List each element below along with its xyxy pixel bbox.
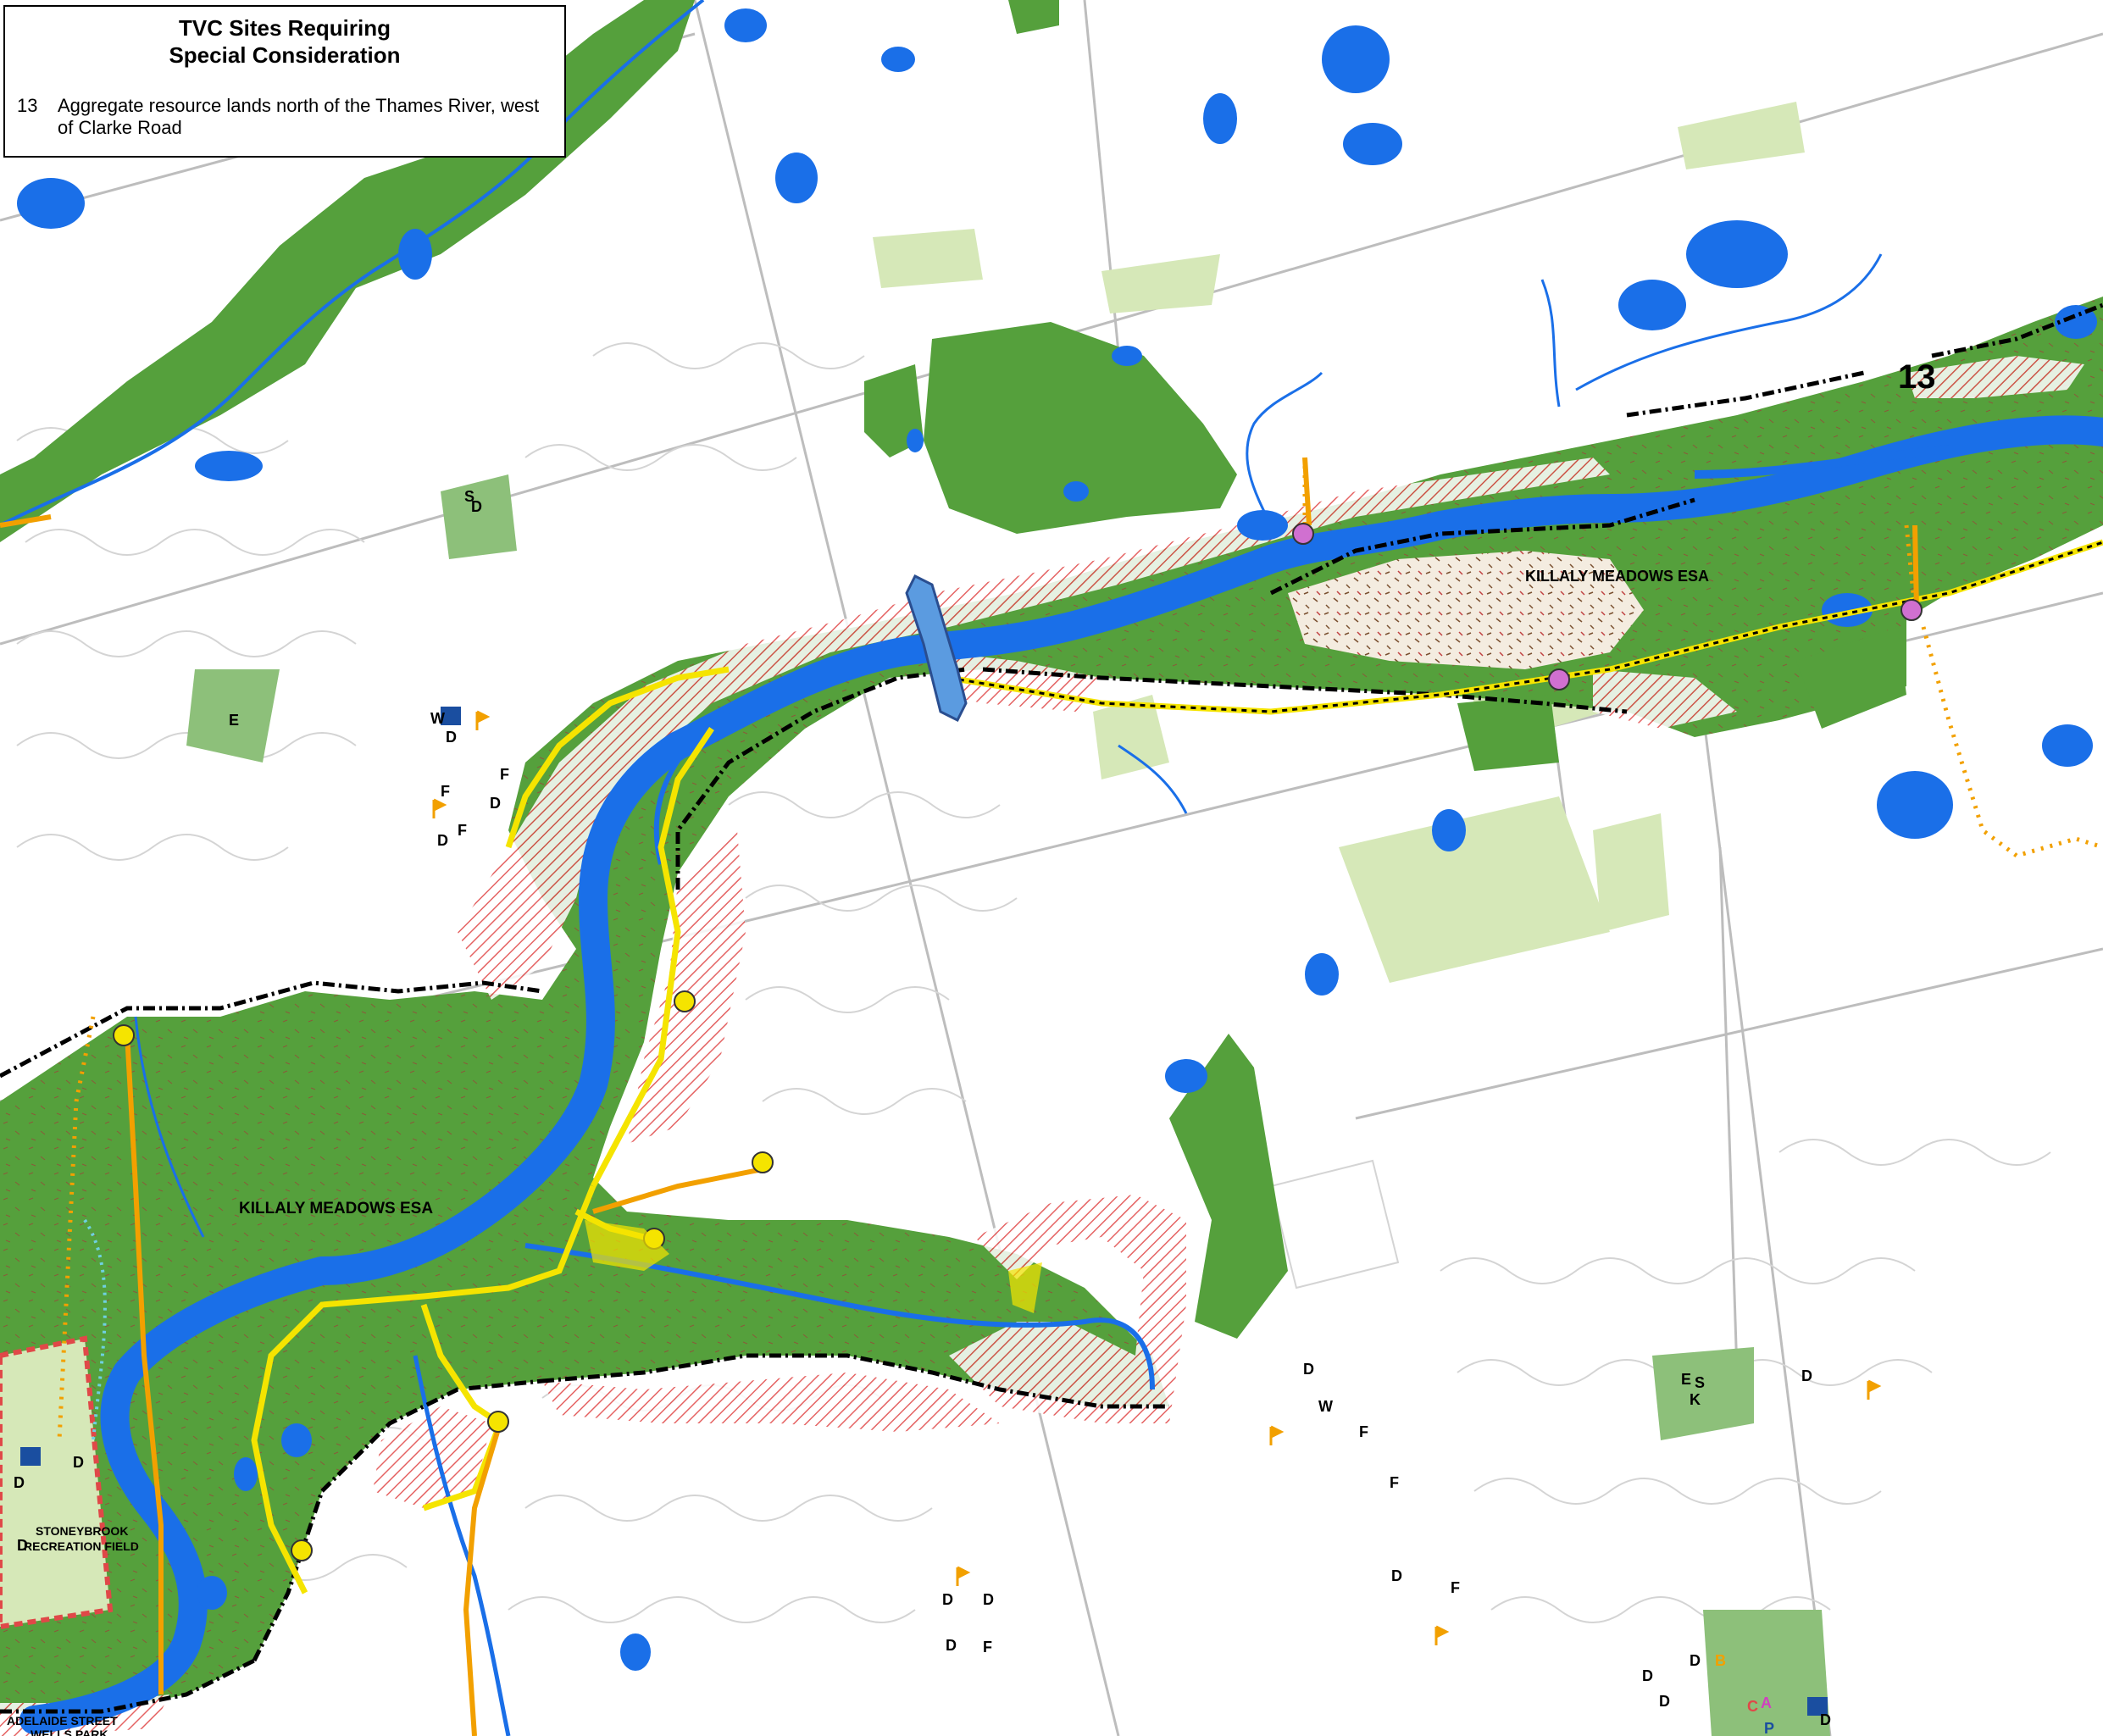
svg-text:D: D	[1659, 1693, 1670, 1710]
svg-text:A: A	[1761, 1694, 1772, 1711]
flag-icon	[432, 710, 1882, 1645]
south-park	[1703, 1610, 1830, 1736]
park-e-s-k	[1652, 1347, 1754, 1440]
legend-item-number: 13	[17, 95, 38, 116]
svg-text:D: D	[1391, 1567, 1402, 1584]
svg-text:F: F	[500, 766, 509, 783]
svg-text:C: C	[1747, 1698, 1758, 1715]
svg-text:D: D	[1820, 1711, 1831, 1728]
svg-text:F: F	[458, 822, 467, 839]
northwest-stream	[0, 0, 705, 527]
svg-text:F: F	[1359, 1423, 1368, 1440]
esa-label-south: KILLALY MEADOWS ESA	[239, 1200, 433, 1217]
svg-text:F: F	[441, 783, 450, 800]
trail-dashed	[948, 541, 2103, 713]
river-upper-channel	[1694, 445, 1950, 479]
river-oxbow	[653, 709, 730, 865]
svg-text:D: D	[14, 1474, 25, 1491]
svg-text:S: S	[464, 488, 474, 505]
legend-title-line1: TVC Sites Requiring	[179, 15, 391, 41]
yellow-open-space	[585, 1220, 669, 1271]
svg-text:F: F	[1451, 1579, 1460, 1596]
svg-text:F: F	[983, 1639, 992, 1656]
site-number-label: 13	[1898, 358, 1936, 396]
svg-text:W: W	[1318, 1398, 1333, 1415]
svg-text:S: S	[1695, 1374, 1705, 1391]
park-e	[186, 669, 280, 763]
svg-text:D: D	[446, 729, 457, 746]
residential-streets	[16, 342, 2051, 1623]
svg-text:E: E	[1681, 1371, 1691, 1388]
stoneybrook-label-line2: RECREATION FIELD	[24, 1539, 139, 1553]
top-green-patch	[1008, 0, 1059, 34]
bridge-marker[interactable]	[905, 574, 968, 723]
esa-boundary	[0, 302, 2103, 1714]
svg-text:D: D	[983, 1591, 994, 1608]
stoneybrook-label-line1: STONEYBROOK	[36, 1524, 128, 1538]
svg-text:D: D	[1303, 1361, 1314, 1378]
svg-text:B: B	[1715, 1652, 1726, 1669]
river-tributary-4	[1118, 744, 1188, 814]
east-green-patch-2	[1457, 695, 1559, 771]
legend-box: TVC Sites Requiring Special Consideratio…	[3, 5, 566, 158]
killaly-meadows-speckled-area	[1288, 551, 1644, 669]
trail-junctions-purple[interactable]	[1292, 523, 1923, 691]
washroom-icon	[20, 707, 1828, 1716]
svg-text:D: D	[1801, 1367, 1812, 1384]
svg-text:W: W	[430, 710, 445, 727]
adelaide-label-line2: WELLS PARK	[31, 1728, 108, 1736]
orange-paths	[0, 457, 1919, 1736]
svg-text:D: D	[490, 795, 501, 812]
stream-west	[134, 1016, 205, 1238]
facility-symbols: S D E W D F F D F D D D D D W F F D F E …	[14, 488, 1831, 1736]
east-green-patch	[1796, 627, 1906, 729]
adelaide-label-line1: ADELAIDE STREET	[7, 1714, 118, 1728]
svg-text:D: D	[1642, 1667, 1653, 1684]
sw-green-arm	[1169, 1034, 1288, 1339]
river-tributary-3	[1575, 253, 1883, 391]
svg-text:P: P	[1764, 1720, 1774, 1736]
ponds	[17, 8, 2097, 1671]
svg-text:E: E	[229, 712, 239, 729]
park-s-d	[441, 474, 517, 559]
stoneybrook-field	[0, 1335, 114, 1630]
stream-sw	[413, 1355, 511, 1736]
river-north-tributary	[1246, 371, 1323, 526]
svg-text:F: F	[1390, 1474, 1399, 1491]
north-park-area	[924, 322, 1237, 534]
svg-text:D: D	[946, 1637, 957, 1654]
thames-river	[19, 415, 2103, 1734]
cyan-dotted-path	[83, 1218, 107, 1441]
svg-text:K: K	[1690, 1391, 1701, 1408]
yellow-open-space-2	[1008, 1262, 1042, 1313]
legend-title-line2: Special Consideration	[169, 42, 401, 68]
svg-text:D: D	[942, 1591, 953, 1608]
svg-text:D: D	[73, 1454, 84, 1471]
river-tributary-2	[1540, 279, 1561, 408]
esa-label-north: KILLALY MEADOWS ESA	[1525, 568, 1709, 585]
river-branch	[524, 1243, 1155, 1390]
svg-text:D: D	[1690, 1652, 1701, 1669]
orange-dotted-paths	[57, 466, 2103, 1441]
svg-text:D: D	[437, 832, 448, 849]
svg-text:D: D	[471, 498, 482, 515]
legend-item-text: Aggregate resource lands north of the Th…	[58, 95, 540, 138]
svg-text:D: D	[17, 1537, 28, 1554]
